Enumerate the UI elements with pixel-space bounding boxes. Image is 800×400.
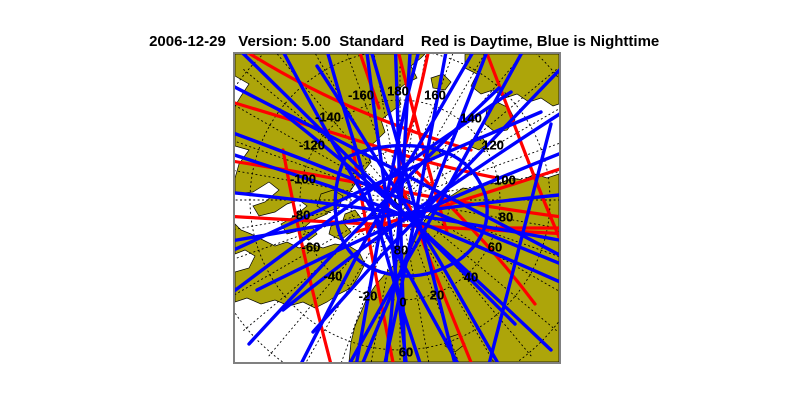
lon-label--100: -100	[289, 171, 317, 187]
lon-label--20: -20	[358, 288, 378, 304]
lon-label-120: 120	[482, 137, 504, 153]
nighttime-tracks	[235, 54, 559, 362]
lon-label-40: 40	[463, 269, 479, 285]
title-text: 2006-12-29 Version: 5.00 Standard Red is…	[149, 33, 660, 50]
lon-label--60: -60	[301, 239, 321, 255]
lon-label-80: 80	[498, 209, 514, 225]
lon-label-180: 180	[387, 83, 409, 99]
lon-label-60: 60	[487, 239, 503, 255]
map-canvas	[235, 54, 559, 362]
nighttime-inner-envelope	[333, 143, 489, 278]
lon-label-60-bottom: 60	[398, 344, 414, 360]
lon-label--120: -120	[298, 137, 326, 153]
lon-label-0: 0	[399, 294, 407, 310]
lon-label--80: -80	[291, 207, 311, 223]
lon-label-20: 20	[429, 287, 445, 303]
lon-label-160: 160	[424, 87, 446, 103]
lon-label--140: -140	[314, 109, 342, 125]
page-title: 2006-12-29 Version: 5.00 Standard Red is…	[0, 16, 800, 50]
polar-map[interactable]: -160 180 160 -140 140 -120 120 -100 100 …	[233, 52, 561, 364]
land-north-america	[235, 223, 366, 309]
lon-label-100: 100	[494, 172, 516, 188]
lat-label-80: 80	[393, 242, 409, 258]
lon-label--160: -160	[347, 87, 375, 103]
lon-label-140: 140	[460, 110, 482, 126]
lon-label--40: -40	[323, 268, 343, 284]
